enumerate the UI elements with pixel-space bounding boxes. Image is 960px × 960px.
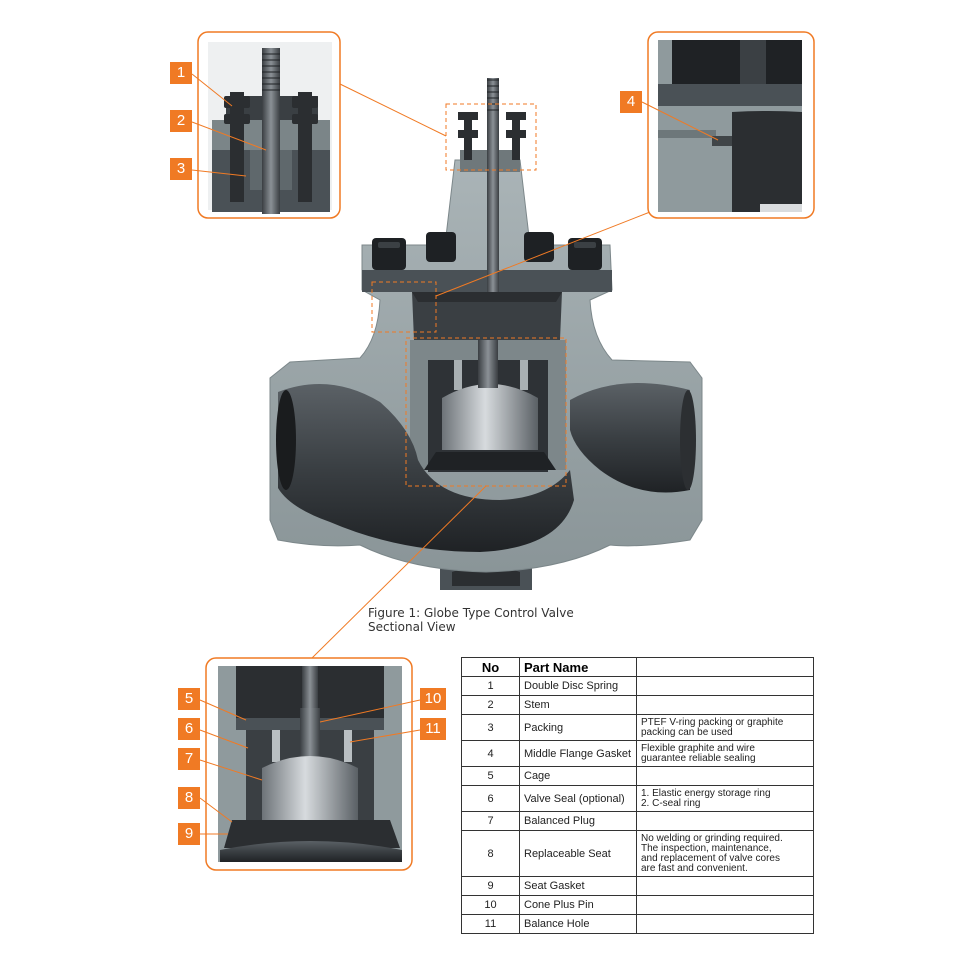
row-no: 6 bbox=[461, 785, 520, 812]
valve-body-section bbox=[269, 78, 703, 590]
callout-1: 1 bbox=[170, 62, 192, 84]
row-note bbox=[636, 895, 814, 915]
gasket-leader bbox=[641, 101, 719, 141]
row-note bbox=[636, 695, 814, 715]
row-note: Flexible graphite and wire guarantee rel… bbox=[636, 740, 814, 767]
row-note bbox=[636, 766, 814, 786]
table-row: 8 Replaceable Seat No welding or grindin… bbox=[461, 830, 814, 877]
row-note bbox=[636, 876, 814, 896]
callout-5: 5 bbox=[178, 688, 200, 710]
detail-gasket bbox=[647, 31, 815, 219]
row-part-name: Balanced Plug bbox=[519, 811, 637, 831]
row-part-name: Cage bbox=[519, 766, 637, 786]
row-no: 2 bbox=[461, 695, 520, 715]
detail-trim bbox=[205, 657, 413, 871]
row-note bbox=[636, 914, 814, 934]
callout-11: 11 bbox=[420, 718, 446, 740]
table-row: 2 Stem bbox=[461, 695, 814, 715]
row-no: 3 bbox=[461, 714, 520, 741]
row-no: 11 bbox=[461, 914, 520, 934]
row-no: 9 bbox=[461, 876, 520, 896]
callout-4: 4 bbox=[620, 91, 642, 113]
leader-lines bbox=[311, 83, 651, 659]
header-no: No bbox=[461, 657, 520, 677]
row-part-name: Middle Flange Gasket bbox=[519, 740, 637, 767]
detail-packing bbox=[197, 31, 341, 219]
table-row: 10 Cone Plus Pin bbox=[461, 895, 814, 915]
row-no: 4 bbox=[461, 740, 520, 767]
row-no: 7 bbox=[461, 811, 520, 831]
table-header-row: No Part Name bbox=[461, 657, 814, 677]
row-part-name: Packing bbox=[519, 714, 637, 741]
row-part-name: Double Disc Spring bbox=[519, 676, 637, 696]
row-part-name: Replaceable Seat bbox=[519, 830, 637, 877]
table-row: 1 Double Disc Spring bbox=[461, 676, 814, 696]
table-row: 7 Balanced Plug bbox=[461, 811, 814, 831]
row-no: 5 bbox=[461, 766, 520, 786]
detail-packing-leaders bbox=[191, 73, 267, 177]
row-no: 1 bbox=[461, 676, 520, 696]
row-note: No welding or grinding required. The ins… bbox=[636, 830, 814, 877]
row-note: 1. Elastic energy storage ring 2. C-seal… bbox=[636, 785, 814, 812]
parts-table: No Part Name 1 Double Disc Spring 2 Stem… bbox=[461, 657, 814, 934]
callout-6: 6 bbox=[178, 718, 200, 740]
table-row: 5 Cage bbox=[461, 766, 814, 786]
callout-3: 3 bbox=[170, 158, 192, 180]
row-no: 8 bbox=[461, 830, 520, 877]
row-note: PTEF V-ring packing or graphite packing … bbox=[636, 714, 814, 741]
row-no: 10 bbox=[461, 895, 520, 915]
table-row: 4 Middle Flange Gasket Flexible graphite… bbox=[461, 740, 814, 767]
table-row: 3 Packing PTEF V-ring packing or graphit… bbox=[461, 714, 814, 741]
row-note bbox=[636, 811, 814, 831]
table-row: 11 Balance Hole bbox=[461, 914, 814, 934]
figure-caption: Figure 1: Globe Type Control Valve Secti… bbox=[368, 606, 574, 634]
callout-7: 7 bbox=[178, 748, 200, 770]
callout-9: 9 bbox=[178, 823, 200, 845]
header-notes bbox=[636, 657, 814, 677]
row-part-name: Stem bbox=[519, 695, 637, 715]
row-part-name: Valve Seal (optional) bbox=[519, 785, 637, 812]
header-part-name: Part Name bbox=[519, 657, 637, 677]
row-part-name: Seat Gasket bbox=[519, 876, 637, 896]
row-part-name: Balance Hole bbox=[519, 914, 637, 934]
row-part-name: Cone Plus Pin bbox=[519, 895, 637, 915]
callout-10: 10 bbox=[420, 688, 446, 710]
callout-8: 8 bbox=[178, 787, 200, 809]
callout-2: 2 bbox=[170, 110, 192, 132]
detail-trim-leaders bbox=[199, 699, 421, 835]
row-note bbox=[636, 676, 814, 696]
table-row: 6 Valve Seal (optional) 1. Elastic energ… bbox=[461, 785, 814, 812]
table-row: 9 Seat Gasket bbox=[461, 876, 814, 896]
